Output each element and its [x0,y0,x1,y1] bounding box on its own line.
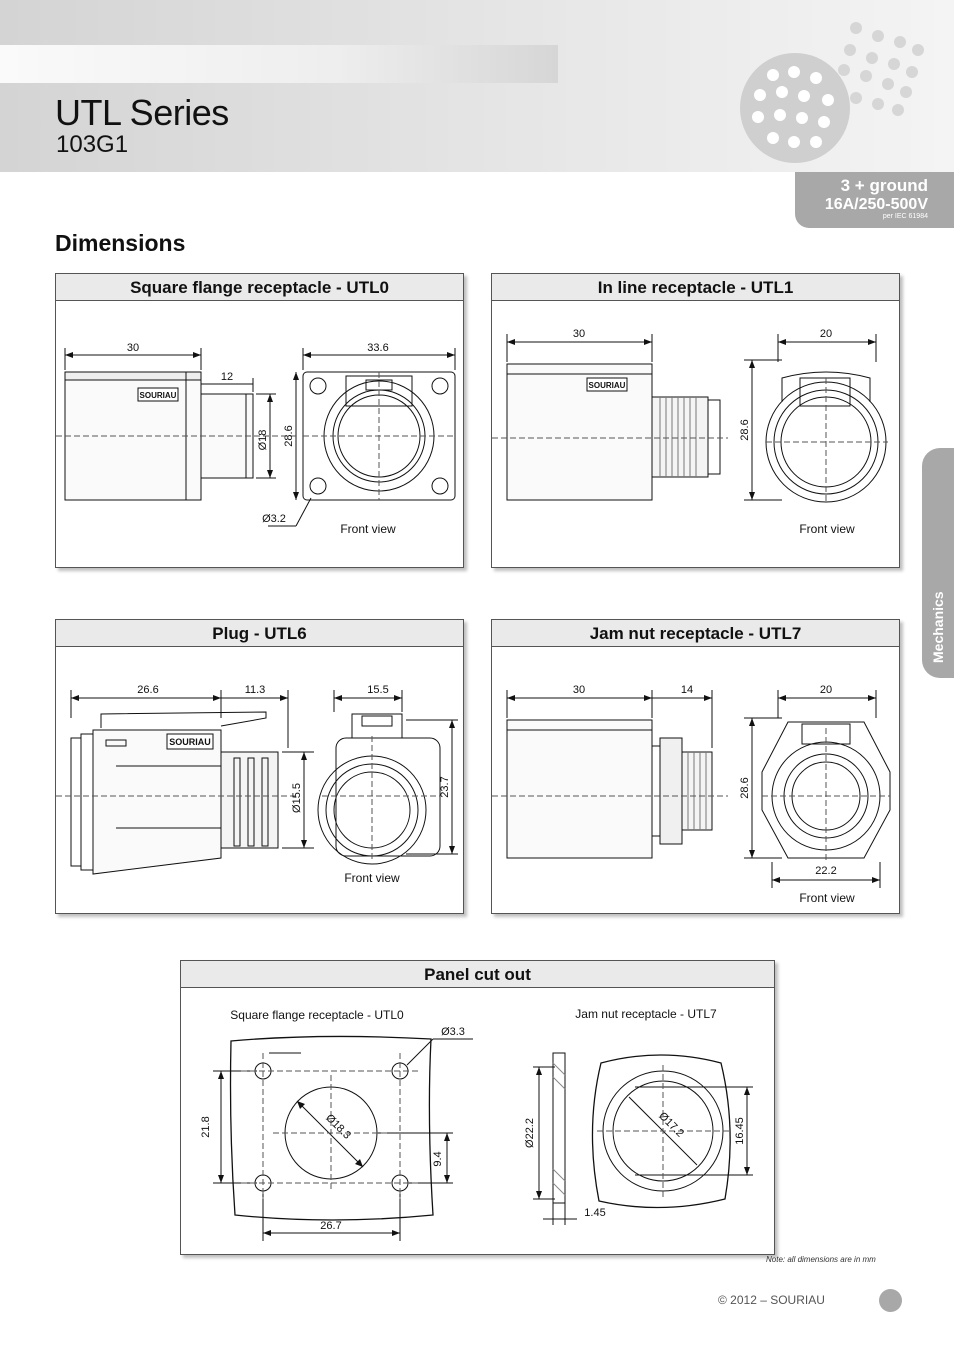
page-title: UTL Series [55,92,229,133]
dim-height: 28.6 [739,419,751,440]
brand-label: SOURIAU [589,381,626,390]
dimensions-note: Note: all dimensions are in mm [766,1255,876,1264]
dim-shell-length: 12 [221,371,233,383]
dim-vertical-pitch: 21.8 [200,1116,212,1137]
panel-title: Plug - UTL6 [56,620,463,647]
dim-panel-thickness: 1.45 [584,1207,605,1219]
panel-utl7: Jam nut receptacle - UTL7 30 14 20 28.6 … [491,619,900,914]
dim-jam-diameter: Ø22.2 [524,1118,536,1148]
dim-hole-diameter: Ø3.2 [262,513,286,525]
dim-height: 23.7 [439,776,451,797]
brand-label: SOURIAU [140,391,177,400]
dim-front-width: 20 [820,684,832,696]
dim-height: 28.6 [739,777,751,798]
dim-hole: Ø3.3 [441,1026,465,1038]
copyright: © 2012 – SOURIAU [718,1293,825,1307]
dim-shell-diameter: Ø18 [257,430,269,451]
dim-jam-bore: Ø17.2 [656,1110,686,1140]
panel-utl0: Square flange receptacle - UTL0 [55,273,464,568]
dim-height: 28.6 [283,425,295,446]
panel-title: In line receptacle - UTL1 [492,274,899,301]
view-label: Front view [799,891,855,905]
dim-front-width: 15.5 [367,684,388,696]
brand-label: SOURIAU [169,737,211,747]
utl7-drawing: 30 14 20 28.6 22.2 Front view [492,684,891,905]
dim-body-length: 30 [127,342,139,354]
dim-nose-length: 11.3 [245,684,266,696]
panel-cutout: Panel cut out Square flange receptacle -… [180,960,775,1255]
connector-logo-graphic [740,22,924,163]
dim-flange-width: 33.6 [367,342,388,354]
side-tab-mechanics[interactable]: Mechanics [922,448,954,678]
view-label: Front view [799,522,855,536]
dim-thread-length: 14 [681,684,693,696]
dim-body-length: 26.6 [137,684,158,696]
utl1-drawing: SOURIAU 30 20 28.6 Front view [492,328,888,536]
dim-flat-width: 16.45 [734,1117,746,1145]
panel-title: Square flange receptacle - UTL0 [56,274,463,301]
panel-title: Jam nut receptacle - UTL7 [492,620,899,647]
cutout-drawing: Square flange receptacle - UTL0 Jam nut … [200,1007,753,1241]
panel-utl1: In line receptacle - UTL1 SOURIAU 30 20 … [491,273,900,568]
cutout-left-caption: Square flange receptacle - UTL0 [230,1008,404,1022]
page-marker [879,1289,902,1312]
rating-standard-note: per IEC 61984 [882,213,928,220]
rating-contacts: 3 + ground [840,176,928,195]
rating-current-voltage: 16A/250-500V [824,196,928,213]
dim-horizontal-pitch: 26.7 [320,1220,341,1232]
view-label: Front view [340,522,396,536]
dim-nut-width: 22.2 [815,865,836,877]
utl0-drawing: SOURIAU 30 33.6 12 Ø18 28.6 Ø3.2 Front v… [56,342,456,536]
panel-title: Panel cut out [181,961,774,988]
page-subtitle: 103G1 [56,131,129,158]
side-tab-label: Mechanics [930,591,946,663]
dim-half-pitch: 9.4 [432,1151,444,1166]
header-strip [0,45,558,83]
view-label: Front view [344,871,400,885]
dim-body-length: 30 [573,684,585,696]
dim-bore: Ø18.3 [323,1112,353,1142]
rating-badge: 3 + ground 16A/250-500V per IEC 61984 [795,172,954,228]
dim-body-length: 30 [573,328,585,340]
cutout-right-caption: Jam nut receptacle - UTL7 [575,1007,717,1021]
dim-nose-diameter: Ø15.5 [291,783,303,813]
utl6-drawing: SOURIAU 26.6 11.3 15.5 Ø15.5 23.7 Front … [56,684,458,885]
dim-front-width: 20 [820,328,832,340]
section-heading: Dimensions [55,230,186,256]
panel-utl6: Plug - UTL6 SOURIAU 26.6 11.3 15.5 Ø15.5 [55,619,464,914]
